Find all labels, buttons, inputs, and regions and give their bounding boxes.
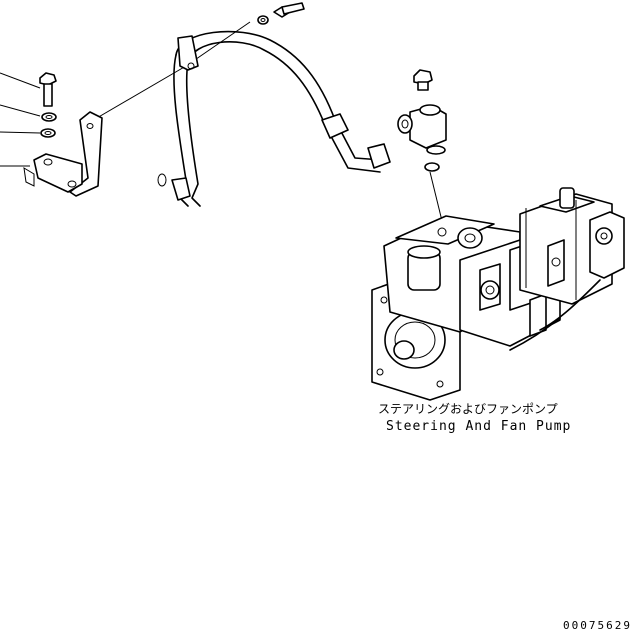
washer-left: [41, 112, 57, 122]
caption-japanese: ステアリングおよびファンポンプ: [378, 402, 558, 416]
bolt-left: [39, 72, 57, 107]
leader-lines: [0, 21, 444, 226]
bracket: [23, 111, 103, 197]
o-ring: [424, 162, 440, 172]
lock-washer-left: [40, 128, 56, 138]
drawing-number: 00075629: [563, 619, 632, 632]
bolt-upper: [273, 2, 305, 18]
caption-english: Steering And Fan Pump: [386, 419, 572, 434]
plug: [413, 69, 433, 91]
hose: [157, 30, 391, 207]
washer-upper: [257, 15, 269, 25]
tee-fitting: [397, 104, 447, 155]
pump-assembly: [371, 187, 625, 401]
clamp: [177, 35, 199, 71]
